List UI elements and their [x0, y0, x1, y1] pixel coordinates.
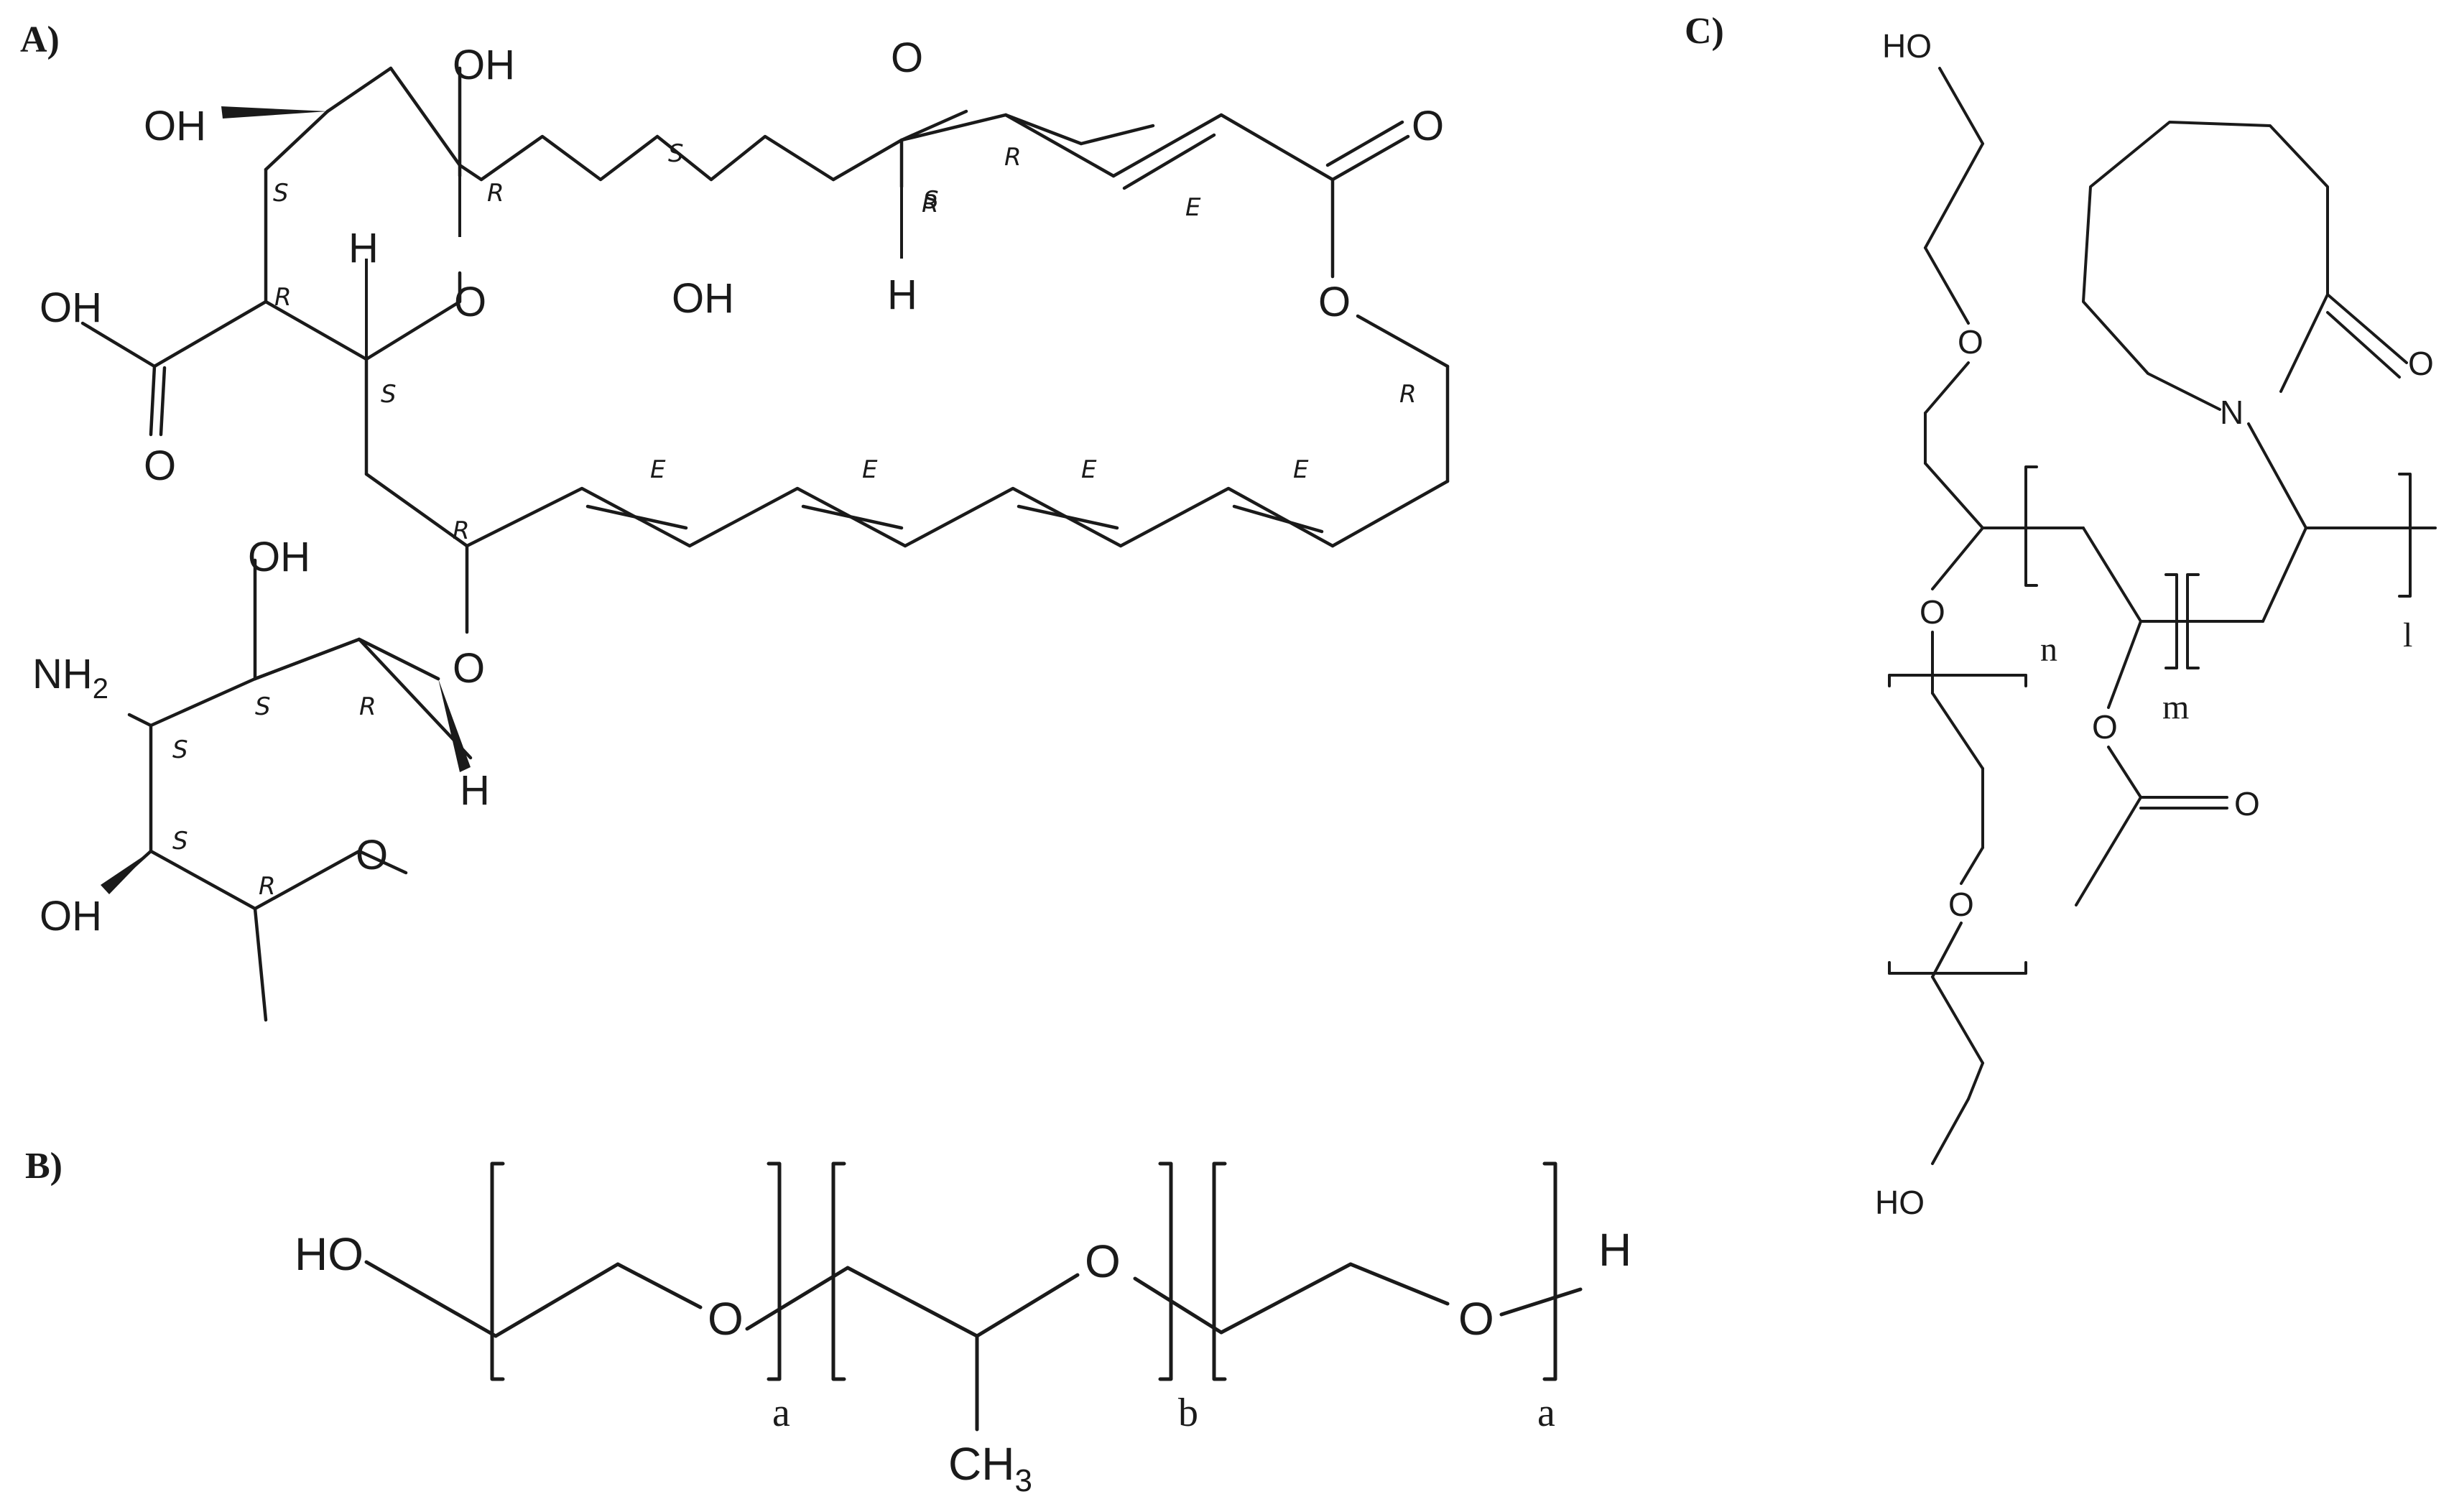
ho-bottom-label: HO — [1875, 1184, 1925, 1221]
h-epoxide-label: H — [887, 272, 917, 318]
o2-label: O — [1920, 593, 1945, 631]
index-a-1: a — [772, 1391, 790, 1435]
stereo-descriptor: S — [255, 692, 271, 721]
stereo-descriptor: R — [259, 872, 276, 901]
stereo-descriptor: R — [453, 516, 470, 545]
n-label: N — [2220, 394, 2244, 431]
index-m: m — [2162, 688, 2189, 726]
oh-top-label: OH — [453, 42, 515, 88]
oh-left-label: OH — [144, 103, 206, 149]
o-glycosidic-label: O — [453, 645, 485, 692]
stereo-descriptor: E — [862, 455, 878, 484]
o-lactam-label: O — [2408, 345, 2434, 382]
stereo-descriptor: R — [274, 283, 292, 312]
stereo-descriptor: R — [1004, 143, 1022, 172]
panel-c-soluplus-structure: C) — [1685, 11, 2437, 1221]
nh2-label: NH2 — [32, 651, 108, 705]
stereo-descriptor: R — [922, 190, 939, 218]
o3-label: O — [1458, 1293, 1494, 1345]
stereo-descriptor: R — [1399, 380, 1417, 409]
h-label: H — [1598, 1224, 1631, 1276]
panel-b-poloxamer-structure: B) HO O O O H CH3 a b a — [25, 1146, 1631, 1498]
panel-b-label: B) — [25, 1146, 62, 1187]
panel-a-stereo-descriptors: S R R S S S R R R E E E E E R S R S S R — [172, 139, 1417, 901]
oh-mid-label: OH — [672, 275, 734, 322]
stereo-descriptor: E — [1293, 455, 1309, 484]
stereo-descriptor: S — [923, 186, 939, 215]
h-sugar-label: H — [460, 767, 490, 814]
o1-label: O — [1958, 323, 1983, 361]
ho-label: HO — [295, 1228, 364, 1280]
stereo-descriptor: S — [273, 179, 289, 208]
stereo-descriptor: E — [1185, 193, 1201, 222]
o3-label: O — [1948, 886, 1974, 923]
index-b: b — [1178, 1391, 1198, 1435]
panel-a-label: A) — [20, 19, 60, 60]
panel-a-stereo-bonds — [101, 106, 903, 894]
o-carbonyl-label: O — [1412, 103, 1444, 149]
stereo-descriptor: S — [381, 380, 397, 409]
o-ring-label: O — [454, 279, 486, 325]
panel-b-bonds — [364, 1161, 1583, 1432]
index-a-2: a — [1537, 1391, 1555, 1435]
index-n: n — [2040, 631, 2057, 669]
oh-sugar-label: OH — [248, 534, 310, 580]
stereo-descriptor: E — [1081, 455, 1097, 484]
oh-acid-label: OH — [40, 284, 102, 331]
stereo-descriptor: E — [650, 455, 666, 484]
panel-c-label: C) — [1685, 11, 1724, 52]
index-l: l — [2403, 616, 2412, 654]
stereo-descriptor: R — [487, 179, 504, 208]
oh-sugar2-label: OH — [40, 893, 102, 940]
panel-c-bonds — [1888, 67, 2437, 1165]
o-sugar-ring-label: O — [356, 832, 388, 878]
o1-label: O — [708, 1293, 744, 1345]
stereo-descriptor: S — [172, 827, 188, 855]
o-acid-label: O — [144, 442, 176, 489]
ch3-label: CH3 — [948, 1438, 1032, 1498]
o-acetyl-label: O — [2092, 708, 2118, 746]
h-ring-label: H — [348, 225, 379, 272]
ho-top-label: HO — [1882, 27, 1932, 65]
stereo-descriptor: S — [668, 139, 684, 168]
stereo-descriptor: S — [172, 736, 188, 764]
o-epoxide-label: O — [891, 34, 923, 81]
o-ester-label: O — [1318, 279, 1351, 325]
o-carbonyl-label: O — [2234, 785, 2260, 822]
o2-label: O — [1085, 1235, 1121, 1287]
stereo-descriptor: R — [359, 692, 376, 721]
panel-a-amphotericin-structure: A) — [20, 19, 1450, 1022]
